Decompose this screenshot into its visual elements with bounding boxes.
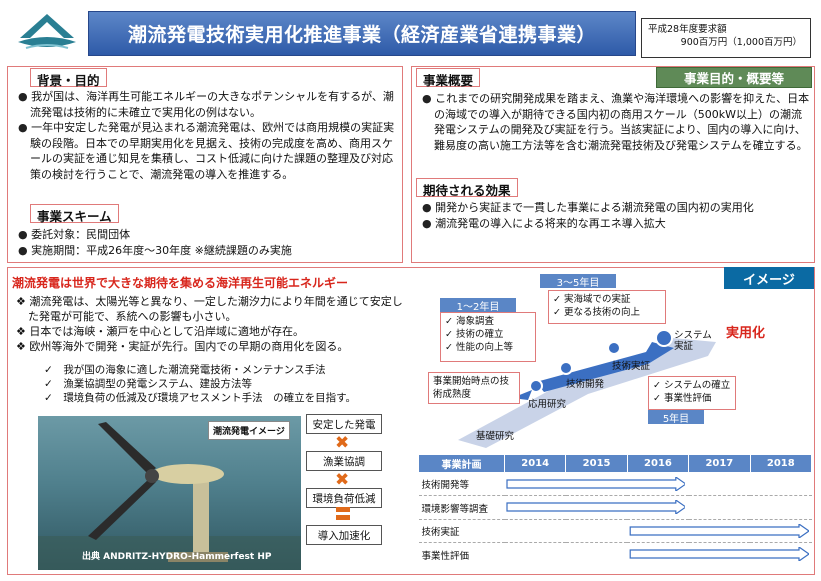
plan-row-label: 環境影響等調査 — [418, 495, 505, 520]
step-demo: 技術実証 — [612, 361, 651, 372]
flow-fishery-coop: 漁業協調 — [306, 451, 382, 471]
roadmap-diagram: 1～2年目 ✓ 海象調査 ✓ 技術の確立 ✓ 性能の向上等 3～5年目 ✓ 実海… — [416, 268, 812, 458]
flow-env-reduction: 環境負荷低減 — [306, 488, 382, 508]
plan-header: 事業計画 — [418, 454, 505, 473]
background-heading: 背景・目的 — [30, 68, 107, 88]
page-title: 潮流発電技術実用化推進事業（経済産業省連携事業） — [88, 11, 636, 56]
equals-icon — [336, 507, 350, 521]
plan-arrow — [629, 547, 809, 562]
turbine-illustration — [38, 422, 301, 570]
cross-icon: ✖ — [335, 433, 350, 453]
flow-accelerate: 導入加速化 — [306, 525, 382, 545]
photo-label: 潮流発電イメージ — [208, 421, 290, 440]
tidal-heading: 潮流発電は世界で大きな期待を集める海洋再生可能エネルギー — [12, 276, 349, 290]
year-2015: 2015 — [565, 454, 628, 473]
plan-arrow — [505, 500, 686, 515]
step-basic: 基礎研究 — [476, 431, 515, 442]
plan-row: 技術開発等 — [418, 471, 812, 496]
effects-heading: 期待される効果 — [416, 178, 518, 198]
plan-arrow — [505, 477, 686, 491]
goal-item: ✓ 環境負荷の低減及び環境アセスメント手法 の確立を目指す。 — [44, 392, 357, 404]
plan-row-label: 技術開発等 — [418, 471, 505, 496]
overview-heading: 事業概要 — [416, 68, 481, 88]
background-panel: 背景・目的 ● 我が国は、海洋再生可能エネルギーの大きなポテンシャルを有するが、… — [7, 66, 403, 263]
cross-icon: ✖ — [335, 470, 350, 490]
purpose-badge: 事業目的・概要等 — [656, 67, 812, 88]
feature-item: ❖ 日本では海峡・瀬戸を中心として沿岸域に適地が存在。 — [16, 325, 305, 338]
scheme-heading: 事業スキーム — [30, 204, 119, 224]
scheme-item: ● 実施期間：平成26年度～30年度 ※継続課題のみ実施 — [18, 243, 292, 257]
year-2014: 2014 — [503, 454, 567, 473]
photo-credit: 出典 ANDRITZ-HYDRO-Hammerfest HP — [82, 552, 272, 562]
turbine-photo: 潮流発電イメージ 出典 ANDRITZ-HYDRO-Hammerfest HP — [38, 416, 301, 570]
feature-list: ❖ 潮流発電は、太陽光等と異なり、一定した潮汐力により年間を通じて安定した発電が… — [16, 294, 411, 354]
goal-item: ✓ 漁業協調型の発電システム、建設方法等 — [44, 378, 252, 390]
goal-list: ✓ 我が国の海象に適した潮流発電技術・メンテナンス手法 ✓ 漁業協調型の発電シス… — [44, 363, 414, 405]
year-2018: 2018 — [749, 454, 813, 473]
effects-item: ● 開発から実証まで一貫した事業による潮流発電の国内初の実用化 — [422, 201, 754, 214]
goal-item: ✓ 我が国の海象に適した潮流発電技術・メンテナンス手法 — [44, 364, 326, 376]
ministry-logo — [18, 14, 76, 49]
phase1-head: 1～2年目 — [440, 298, 516, 313]
phase3-head: 5年目 — [648, 410, 704, 425]
budget-year-label: 平成28年度要求額 — [648, 24, 727, 35]
image-panel: 潮流発電は世界で大きな期待を集める海洋再生可能エネルギー イメージ ❖ 潮流発電… — [7, 267, 815, 575]
phase3-box: ✓ システムの確立 ✓ 事業性評価 — [648, 376, 736, 410]
plan-arrow — [629, 523, 809, 538]
budget-amount: 900百万円（1,000百万円） — [680, 37, 802, 48]
flow-stable-generation: 安定した発電 — [306, 414, 382, 434]
effects-list: ● 開発から実証まで一貫した事業による潮流発電の国内初の実用化 ● 潮流発電の導… — [422, 200, 810, 231]
step-applied: 応用研究 — [528, 399, 567, 410]
budget-box: 平成28年度要求額 900百万円（1,000百万円） — [641, 18, 811, 58]
phase2-box: ✓ 実海域での実証 ✓ 更なる技術の向上 — [548, 290, 666, 324]
step-dev: 技術開発 — [566, 379, 605, 390]
header: 潮流発電技術実用化推進事業（経済産業省連携事業） 平成28年度要求額 900百万… — [0, 0, 821, 66]
image-badge: イメージ — [724, 267, 814, 289]
plan-row-label: 事業性評価 — [418, 542, 505, 566]
effects-item: ● 潮流発電の導入による将来的な再エネ導入拡大 — [422, 216, 666, 230]
plan-row: 環境影響等調査 — [418, 495, 812, 520]
phase2-head: 3～5年目 — [540, 274, 616, 289]
feature-item: ❖ 欧州等海外で開発・実証が先行。国内での早期の商用化を図る。 — [16, 340, 349, 353]
plan-row-label: 技術実証 — [418, 518, 505, 543]
step-system: システム実証 — [674, 330, 712, 352]
plan-row: 事業性評価 — [418, 542, 812, 566]
year-2017: 2017 — [688, 454, 751, 473]
overview-panel: 事業概要 事業目的・概要等 ● これまでの研究開発成果を踏まえ、漁業や海洋環境へ… — [411, 66, 815, 263]
background-list: ● 我が国は、海洋再生可能エネルギーの大きなポテンシャルを有するが、潮流発電は技… — [18, 89, 398, 182]
scheme-list: ● 委託対象：民間団体 ● 実施期間：平成26年度～30年度 ※継続課題のみ実施 — [18, 227, 398, 258]
overview-list: ● これまでの研究開発成果を踏まえ、漁業や海洋環境への影響を抑えた、日本の海域で… — [422, 91, 810, 153]
goal-label: 実用化 — [726, 326, 766, 341]
background-item: ● 我が国は、海洋再生可能エネルギーの大きなポテンシャルを有するが、潮流発電は技… — [18, 90, 394, 119]
overview-item: ● これまでの研究開発成果を踏まえ、漁業や海洋環境への影響を抑えた、日本の海域で… — [422, 92, 810, 152]
phase1-box: ✓ 海象調査 ✓ 技術の確立 ✓ 性能の向上等 — [440, 312, 536, 362]
start-box: 事業開始時点の技術成熟度 — [428, 372, 520, 404]
plan-table: 事業計画 2014 2015 2016 2017 2018 技術開発等環境影響等… — [418, 454, 813, 566]
feature-item: ❖ 潮流発電は、太陽光等と異なり、一定した潮汐力により年間を通じて安定した発電が… — [16, 295, 403, 323]
plan-header-row: 事業計画 2014 2015 2016 2017 2018 — [418, 454, 813, 473]
scheme-item: ● 委託対象：民間団体 — [18, 228, 131, 241]
year-2016: 2016 — [626, 454, 690, 473]
background-item: ● 一年中安定した発電が見込まれる潮流発電は、欧州では商用規模の実証実験の段階。… — [18, 121, 395, 181]
plan-row: 技術実証 — [418, 518, 812, 543]
